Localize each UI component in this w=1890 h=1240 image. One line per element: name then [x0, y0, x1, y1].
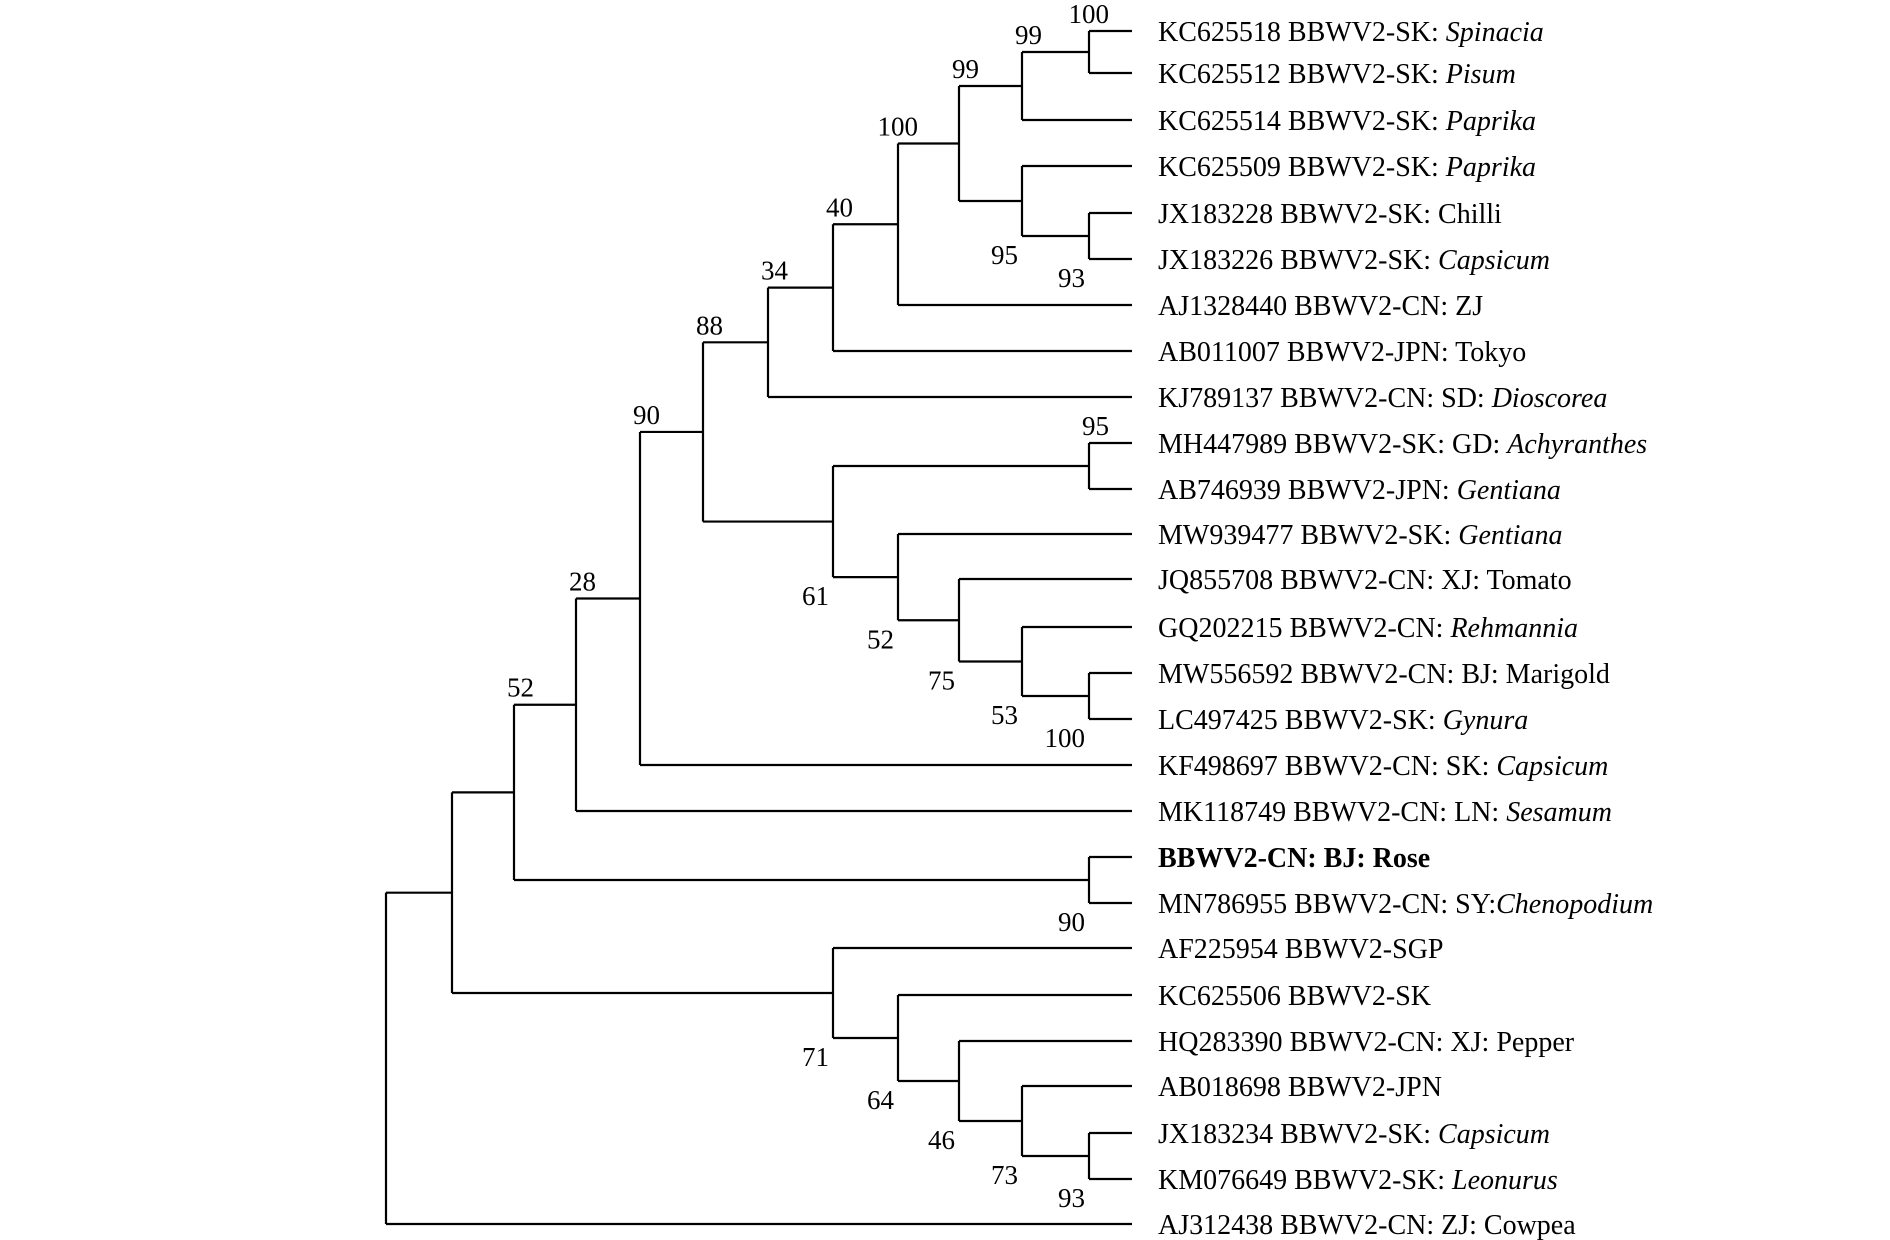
bootstrap-value: 52 — [507, 673, 534, 703]
bootstrap-value: 90 — [1058, 907, 1085, 937]
taxon-label: LC497425 BBWV2-SK: Gynura — [1158, 705, 1528, 736]
bootstrap-value: 52 — [867, 624, 894, 654]
taxon-label: JX183228 BBWV2-SK: Chilli — [1158, 199, 1502, 230]
bootstrap-value: 100 — [1045, 723, 1086, 753]
taxon-label: MW556592 BBWV2-CN: BJ: Marigold — [1158, 659, 1610, 690]
bootstrap-value: 99 — [952, 54, 979, 84]
bootstrap-value: 95 — [991, 240, 1018, 270]
taxon-label: MH447989 BBWV2-SK: GD: Achyranthes — [1158, 429, 1647, 460]
bootstrap-value: 40 — [826, 192, 853, 222]
bootstrap-value: 75 — [928, 666, 955, 696]
taxon-label: KC625518 BBWV2-SK: Spinacia — [1158, 17, 1544, 48]
bootstrap-value: 34 — [761, 256, 789, 286]
tree-branches — [384, 29, 1132, 1226]
taxon-label: AF225954 BBWV2-SGP — [1158, 934, 1443, 965]
bootstrap-value: 100 — [1069, 0, 1110, 29]
bootstrap-value: 64 — [867, 1085, 895, 1115]
taxon-label: KM076649 BBWV2-SK: Leonurus — [1158, 1165, 1558, 1196]
bootstrap-value: 93 — [1058, 263, 1085, 293]
bootstrap-value: 99 — [1015, 20, 1042, 50]
taxon-label: MW939477 BBWV2-SK: Gentiana — [1158, 520, 1562, 551]
bootstrap-value: 71 — [802, 1042, 829, 1072]
taxon-label: KC625509 BBWV2-SK: Paprika — [1158, 152, 1536, 183]
taxon-label: JX183234 BBWV2-SK: Capsicum — [1158, 1119, 1550, 1150]
taxon-label: KC625512 BBWV2-SK: Pisum — [1158, 59, 1516, 90]
bootstrap-value: 100 — [878, 112, 919, 142]
taxon-label: JQ855708 BBWV2-CN: XJ: Tomato — [1158, 565, 1572, 596]
taxon-label: MK118749 BBWV2-CN: LN: Sesamum — [1158, 797, 1612, 828]
bootstrap-value: 61 — [802, 581, 829, 611]
bootstrap-value: 90 — [633, 400, 660, 430]
taxon-label: AB011007 BBWV2-JPN: Tokyo — [1158, 337, 1526, 368]
taxon-label: KF498697 BBWV2-CN: SK: Capsicum — [1158, 751, 1608, 782]
taxon-label: KJ789137 BBWV2-CN: SD: Dioscorea — [1158, 383, 1607, 414]
taxon-label: AB746939 BBWV2-JPN: Gentiana — [1158, 475, 1561, 506]
bootstrap-value: 28 — [569, 566, 596, 596]
taxon-label: KC625506 BBWV2-SK — [1158, 981, 1431, 1012]
taxon-label: HQ283390 BBWV2-CN: XJ: Pepper — [1158, 1027, 1575, 1058]
taxon-label: MN786955 BBWV2-CN: SY:Chenopodium — [1158, 889, 1653, 920]
bootstrap-value: 53 — [991, 700, 1018, 730]
taxon-label: JX183226 BBWV2-SK: Capsicum — [1158, 245, 1550, 276]
bootstrap-value: 93 — [1058, 1183, 1085, 1213]
bootstrap-value: 73 — [991, 1160, 1018, 1190]
bootstrap-value: 95 — [1082, 411, 1109, 441]
taxon-label: KC625514 BBWV2-SK: Paprika — [1158, 106, 1536, 137]
taxon-label: GQ202215 BBWV2-CN: Rehmannia — [1158, 613, 1578, 644]
taxon-label: AJ312438 BBWV2-CN: ZJ: Cowpea — [1158, 1210, 1576, 1240]
bootstrap-value: 46 — [928, 1125, 955, 1155]
taxon-label: AJ1328440 BBWV2-CN: ZJ — [1158, 291, 1483, 322]
bootstrap-value: 88 — [696, 310, 723, 340]
taxon-label: AB018698 BBWV2-JPN — [1158, 1072, 1442, 1103]
taxon-label: BBWV2-CN: BJ: Rose — [1158, 843, 1430, 874]
bootstrap-values: 100 99 93 95 99 100 40 34 95 100 53 75 52 61 88 90 28 90 5… — [507, 0, 1109, 1213]
